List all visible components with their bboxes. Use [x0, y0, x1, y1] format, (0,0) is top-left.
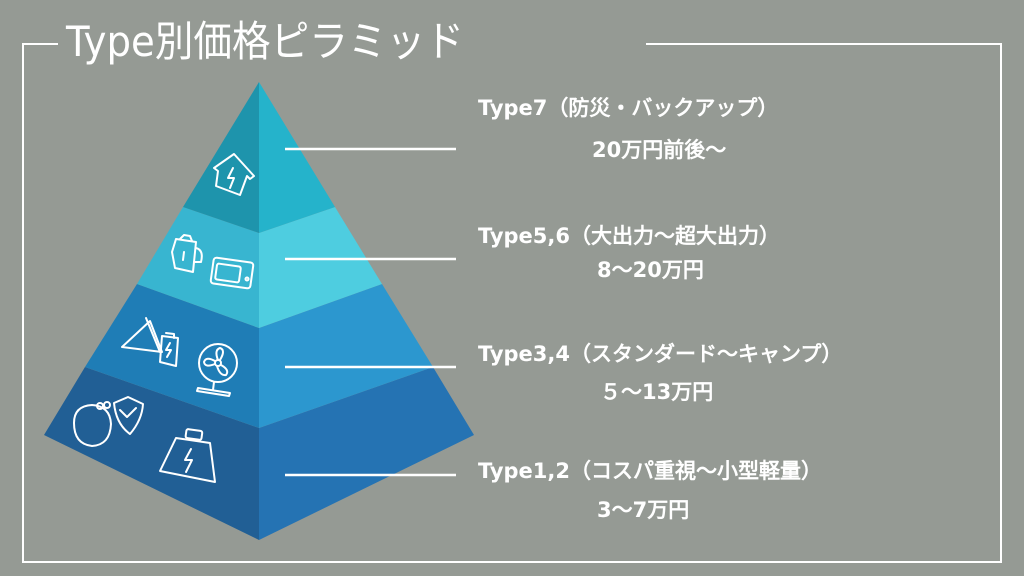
tier-1-right-face — [259, 82, 335, 233]
tier-4-label: Type1,2（コスパ重視〜小型軽量） — [478, 459, 822, 483]
tier-3-right-face — [259, 284, 433, 428]
microwave-icon — [209, 256, 255, 290]
frame-top-left — [22, 43, 58, 45]
fan-icon — [196, 343, 238, 397]
tier-3-price: ５〜13万円 — [600, 380, 714, 404]
tier-1-label: Type7（防災・バックアップ） — [478, 96, 779, 120]
house-bolt-icon — [213, 153, 255, 196]
tier-4-price: 3〜7万円 — [597, 498, 690, 522]
kettle-icon — [171, 234, 203, 273]
tier-4-left-face — [44, 367, 259, 540]
frame-top-right — [646, 43, 1002, 45]
tier-2-label: Type5,6（大出力〜超大出力） — [478, 224, 780, 248]
tier-2-price: 8〜20万円 — [597, 258, 704, 282]
frame-right — [1000, 43, 1002, 563]
page-title: Type別価格ピラミッド — [66, 17, 464, 66]
tier-3-label: Type3,4（スタンダード〜キャンプ） — [478, 342, 843, 366]
tier-1-price: 20万円前後〜 — [592, 138, 727, 162]
tier-4-right-face — [259, 367, 474, 540]
tier-2-right-face — [259, 207, 382, 328]
tier-3-left-face — [85, 284, 259, 428]
wallet-shield-icon — [73, 396, 144, 447]
battery-icon — [159, 428, 216, 483]
frame-bottom — [22, 561, 1002, 563]
tent-battery-icon — [121, 317, 179, 367]
tier-1-left-face — [183, 82, 259, 233]
frame-left — [22, 43, 24, 563]
tier-2-left-face — [137, 207, 259, 328]
